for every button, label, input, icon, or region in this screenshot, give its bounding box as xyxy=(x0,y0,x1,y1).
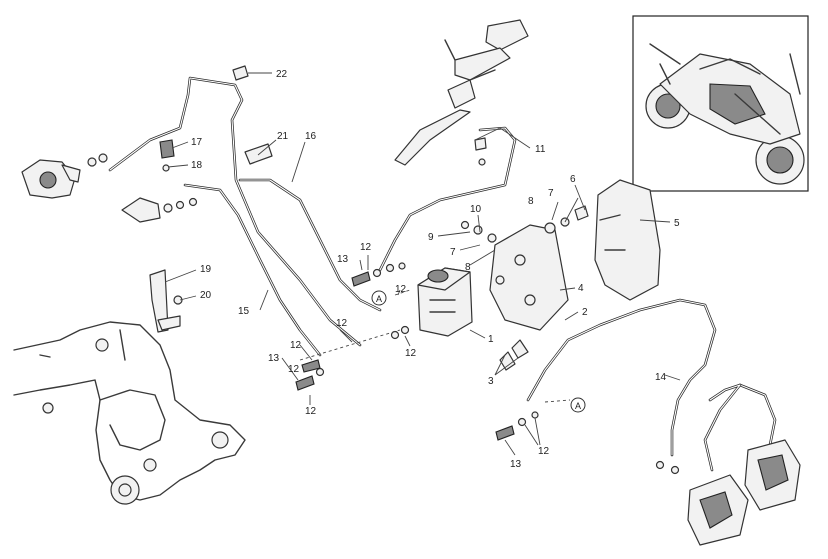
abs-bracket xyxy=(489,224,569,331)
marker-a-left xyxy=(371,290,387,306)
callout-7-right: 7 xyxy=(548,188,554,199)
callout-8-right: 8 xyxy=(528,196,534,207)
rear-master-cylinder xyxy=(21,153,108,199)
callout-10: 10 xyxy=(470,204,482,215)
callout-1: 1 xyxy=(488,334,494,345)
callout-9: 9 xyxy=(428,232,434,243)
callout-20: 20 xyxy=(200,290,212,301)
callout-13-lower: 13 xyxy=(510,459,522,470)
callout-21: 21 xyxy=(277,131,289,142)
callout-22: 22 xyxy=(276,69,288,80)
callout-4: 4 xyxy=(578,283,584,294)
motorcycle-inset xyxy=(632,15,809,192)
marker-a-left-label: A xyxy=(376,294,382,304)
callout-12-g: 12 xyxy=(288,364,300,375)
callout-12-f: 12 xyxy=(305,406,317,417)
callout-12-b: 12 xyxy=(395,284,407,295)
callout-6: 6 xyxy=(570,174,576,185)
callout-5: 5 xyxy=(674,218,680,229)
front-calipers xyxy=(687,439,801,546)
callout-labels: 22 21 16 17 18 19 20 15 13 12 12 12 12 1… xyxy=(191,69,680,470)
small-fittings-left xyxy=(121,65,273,333)
callout-19: 19 xyxy=(200,264,212,275)
callout-12-c: 12 xyxy=(336,318,348,329)
callout-15: 15 xyxy=(238,306,250,317)
callout-3: 3 xyxy=(488,376,494,387)
front-master-cylinder xyxy=(394,19,529,166)
callout-12-e: 12 xyxy=(290,340,302,351)
abs-cover xyxy=(594,179,661,301)
frame-outline xyxy=(13,321,246,505)
callout-12-d: 12 xyxy=(405,348,417,359)
callout-16: 16 xyxy=(305,131,317,142)
callout-14: 14 xyxy=(655,372,667,383)
callout-12-h: 12 xyxy=(538,446,550,457)
callout-8-left: 8 xyxy=(465,262,471,273)
connection-dashes xyxy=(299,289,571,403)
abs-unit xyxy=(417,267,473,337)
callout-7-left: 7 xyxy=(450,247,456,258)
callout-17: 17 xyxy=(191,137,203,148)
marker-a-right xyxy=(570,397,586,413)
callout-13-upper: 13 xyxy=(337,254,349,265)
callout-2: 2 xyxy=(582,307,588,318)
connection-markers: A A xyxy=(371,290,586,413)
brake-hoses xyxy=(108,76,777,472)
marker-a-right-label: A xyxy=(575,401,581,411)
callout-13-mid: 13 xyxy=(268,353,280,364)
callout-12-a: 12 xyxy=(360,242,372,253)
leader-lines xyxy=(164,72,681,456)
callout-11: 11 xyxy=(535,144,546,155)
callout-18: 18 xyxy=(191,160,203,171)
